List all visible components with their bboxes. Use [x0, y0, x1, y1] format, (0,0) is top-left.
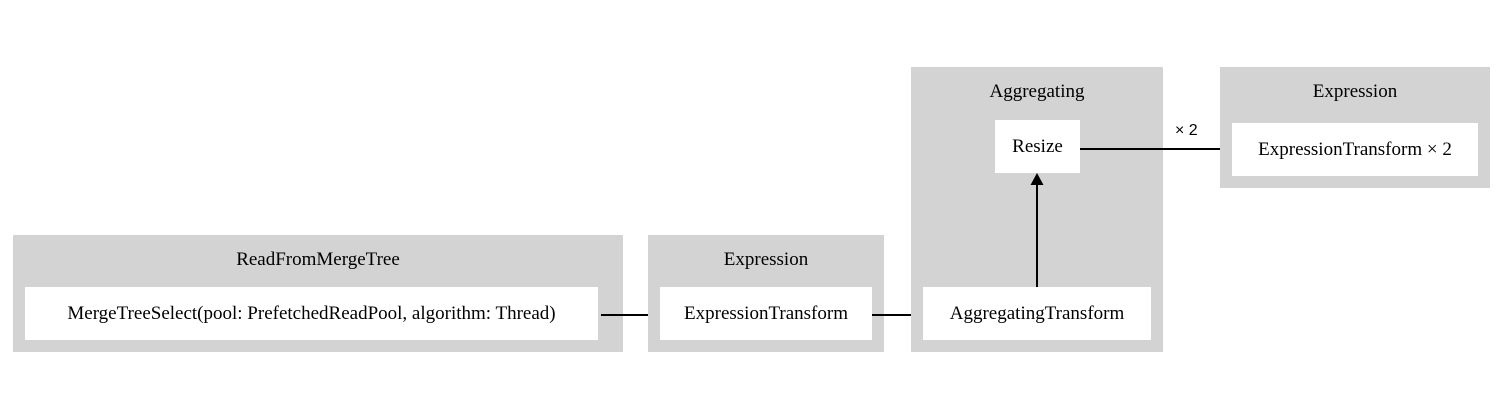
node-expression-transform[interactable]: ExpressionTransform: [660, 287, 872, 340]
node-label-merge-tree-select: MergeTreeSelect(pool: PrefetchedReadPool…: [67, 303, 556, 324]
node-label-expression-transform-x2: ExpressionTransform × 2: [1258, 139, 1452, 160]
node-aggregating-transform[interactable]: AggregatingTransform: [923, 287, 1151, 340]
cluster-title-expression-1: Expression: [723, 249, 809, 270]
node-label-aggregating-transform: AggregatingTransform: [949, 303, 1125, 324]
node-expression-transform-x2[interactable]: ExpressionTransform × 2: [1232, 123, 1478, 176]
node-resize[interactable]: Resize: [995, 120, 1080, 173]
edge-label-resize-to-expression2: × 2: [1175, 122, 1198, 139]
cluster-title-aggregating: Aggregating: [989, 81, 1085, 102]
cluster-title-read-from-merge-tree: ReadFromMergeTree: [236, 249, 400, 270]
edge-resize-to-expression2: [1080, 140, 1233, 158]
node-label-resize: Resize: [1012, 136, 1063, 157]
cluster-title-expression-2: Expression: [1312, 81, 1398, 102]
node-label-expression-transform: ExpressionTransform: [684, 303, 848, 324]
node-merge-tree-select[interactable]: MergeTreeSelect(pool: PrefetchedReadPool…: [25, 287, 598, 340]
edge-aggregating-to-resize: [1028, 173, 1046, 287]
